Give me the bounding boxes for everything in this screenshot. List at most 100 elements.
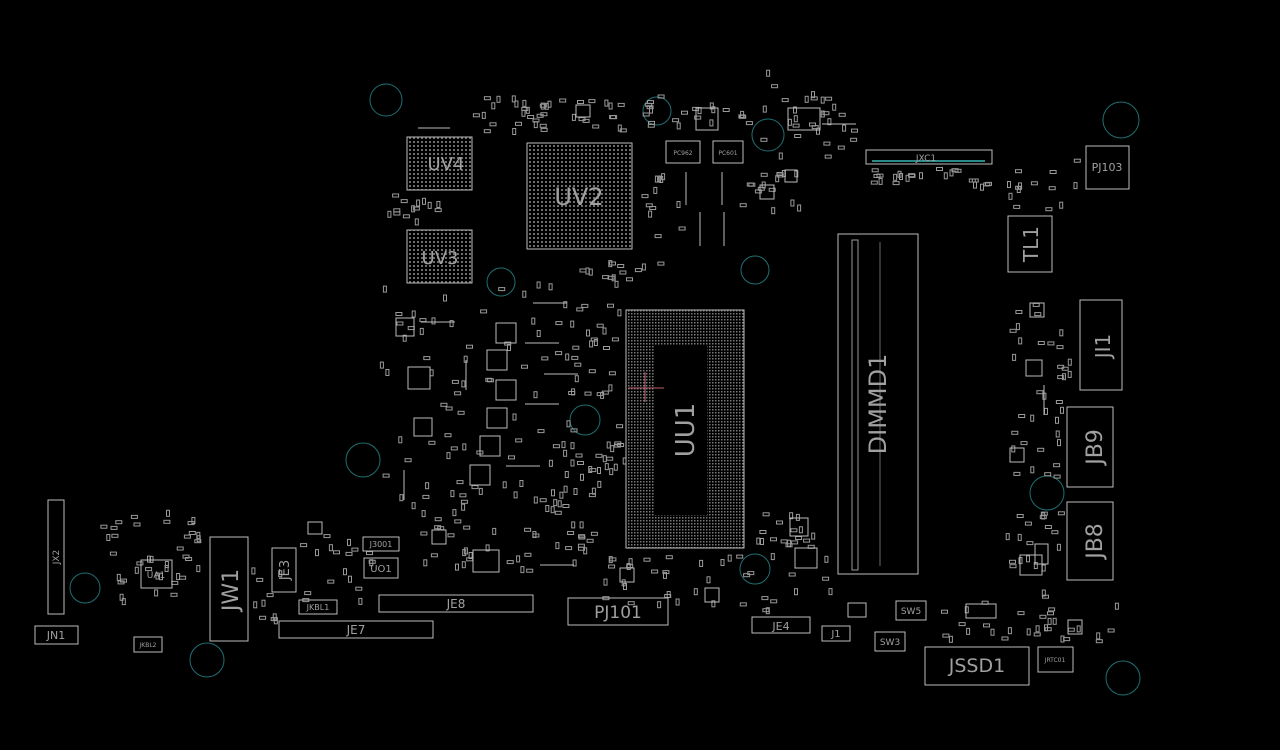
passive-pad xyxy=(1059,201,1064,209)
passive-pad xyxy=(423,559,428,567)
passive-pad xyxy=(416,199,421,207)
passive-pad xyxy=(1016,186,1021,193)
passive-pad xyxy=(771,84,779,89)
passive-pad xyxy=(164,565,169,572)
component-j1[interactable]: J1 xyxy=(821,625,851,642)
passive-pad xyxy=(327,579,335,584)
passive-pad xyxy=(794,170,799,178)
mounting-hole xyxy=(345,442,381,478)
passive-pad xyxy=(832,103,837,111)
component-je3[interactable]: JE3 xyxy=(271,547,297,593)
passive-pad xyxy=(657,94,665,99)
passive-pad xyxy=(766,69,771,77)
component-label: J3001 xyxy=(369,540,393,549)
mounting-hole xyxy=(642,96,672,126)
passive-pad xyxy=(617,264,625,268)
mounting-holes xyxy=(69,83,1141,696)
component-jb9[interactable]: JB9 xyxy=(1066,406,1114,488)
component-sw3[interactable]: SW3 xyxy=(874,631,906,652)
component-jxc1[interactable]: JXC1 xyxy=(865,149,993,165)
passive-pad xyxy=(581,303,589,308)
passive-pad xyxy=(870,180,878,185)
passive-pad xyxy=(1030,414,1035,422)
passive-pad xyxy=(649,106,653,114)
passive-pad xyxy=(617,102,625,107)
passive-pad xyxy=(617,443,625,447)
passive-pad xyxy=(781,98,789,103)
passive-pad xyxy=(600,391,605,399)
passive-pad xyxy=(804,95,809,103)
passive-pad xyxy=(483,129,491,134)
passive-pad xyxy=(1051,530,1059,535)
passive-pad xyxy=(425,482,430,490)
passive-pad xyxy=(740,110,745,118)
passive-pad xyxy=(491,102,496,110)
component-jkbl1[interactable]: JKBL1 xyxy=(298,599,338,615)
passive-pad xyxy=(778,152,783,160)
passive-pad xyxy=(1001,636,1009,641)
passive-pad xyxy=(1013,204,1021,209)
passive-pad xyxy=(555,321,563,326)
passive-pad xyxy=(657,175,662,183)
passive-pad xyxy=(253,601,258,609)
passive-pad xyxy=(919,172,923,180)
passive-pad xyxy=(515,438,523,443)
passive-pad xyxy=(532,118,540,123)
passive-pad xyxy=(627,601,635,606)
passive-pad xyxy=(602,275,610,280)
passive-pad xyxy=(563,485,568,493)
component-label: UV2 xyxy=(554,183,603,211)
passive-pad xyxy=(472,113,480,118)
component-dimmd1[interactable]: DIMMD1 xyxy=(837,233,919,575)
component-uu1[interactable]: UU1 xyxy=(625,309,745,549)
component-pc601[interactable]: PC601 xyxy=(712,140,744,164)
passive-pad xyxy=(1026,555,1030,563)
mounting-hole xyxy=(751,118,785,152)
passive-pad xyxy=(609,557,617,562)
component-jn1[interactable]: JN1 xyxy=(34,625,79,645)
passive-pad xyxy=(565,353,570,361)
passive-pad xyxy=(609,115,617,120)
passive-pad xyxy=(1018,414,1026,418)
passive-pad xyxy=(115,520,123,525)
component-je4[interactable]: JE4 xyxy=(751,616,811,634)
passive-pad xyxy=(1045,207,1053,212)
component-ji1[interactable]: JI1 xyxy=(1079,299,1123,391)
passive-pad xyxy=(1047,611,1054,616)
passive-pad xyxy=(820,110,825,118)
passive-pad xyxy=(762,105,767,113)
passive-pad xyxy=(516,555,521,563)
component-pj101[interactable]: PJ101 xyxy=(567,597,669,626)
component-pc962[interactable]: PC962 xyxy=(665,140,701,164)
component-jkbl2[interactable]: JKBL2 xyxy=(133,636,163,653)
component-jrtc01[interactable]: JRTC01 xyxy=(1037,646,1074,673)
component-tl1[interactable]: TL1 xyxy=(1007,215,1053,273)
passive-pad xyxy=(610,445,615,453)
component-jw1[interactable]: JW1 xyxy=(209,536,249,642)
component-uv3[interactable]: UV3 xyxy=(406,229,473,284)
component-sw5[interactable]: SW5 xyxy=(895,600,927,621)
component-je8[interactable]: JE8 xyxy=(378,594,534,613)
passive-pad xyxy=(185,557,193,561)
passive-pad xyxy=(838,112,846,117)
component-jssd1[interactable]: JSSD1 xyxy=(924,646,1030,686)
passive-pad xyxy=(563,449,568,457)
passive-pad xyxy=(564,471,569,478)
mounting-hole xyxy=(740,255,770,285)
passive-pad xyxy=(648,210,653,218)
component-uv2[interactable]: UV2 xyxy=(526,142,633,250)
passive-pad xyxy=(604,99,609,107)
component-j3001[interactable]: J3001 xyxy=(362,536,400,552)
component-pj103[interactable]: PJ103 xyxy=(1085,145,1130,190)
passive-pad xyxy=(794,134,802,138)
passive-pad xyxy=(527,115,535,119)
component-jx2[interactable]: JX2 xyxy=(47,499,65,615)
component-uo1[interactable]: UO1 xyxy=(363,557,399,579)
passive-pad xyxy=(634,268,642,273)
component-jb8[interactable]: JB8 xyxy=(1066,501,1114,581)
component-ua1[interactable]: UA1 xyxy=(140,559,173,589)
passive-pad xyxy=(770,599,778,604)
component-je7[interactable]: JE7 xyxy=(278,620,434,639)
component-uv4[interactable]: UV4 xyxy=(406,136,473,191)
